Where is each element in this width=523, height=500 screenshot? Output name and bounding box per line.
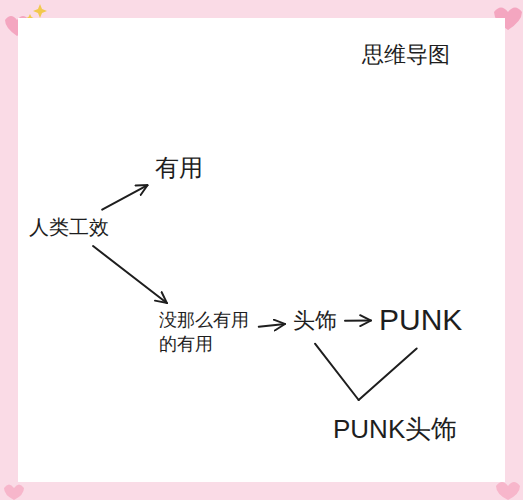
node-text: PUNK [379,300,462,341]
connector-line [315,344,359,400]
mindmap-node: 头饰 [290,304,340,338]
mindmap-node: PUNK [376,298,465,343]
mindmap-node: 有用 [152,150,206,186]
connector-arrow [102,185,147,210]
heart-decoration [4,485,24,500]
node-text: 头饰 [293,306,337,336]
mindmap-node: 人类工效 [26,212,112,243]
node-text: 人类工效 [29,214,109,241]
paper-card [18,18,505,482]
connector-arrow [259,324,285,327]
node-text: PUNK头饰 [333,412,457,447]
connector-line [359,349,417,401]
star-decoration [33,4,47,18]
connector-arrow [345,320,371,322]
heart-decoration [496,482,520,500]
connector-arrow [93,246,167,303]
node-text: 没那么有用的有用 [159,308,251,357]
diagram-title: 思维导图 [362,40,450,70]
node-text: 有用 [155,152,203,184]
mindmap-node: PUNK头饰 [330,410,460,449]
mindmap-node: 没那么有用的有用 [156,306,254,359]
